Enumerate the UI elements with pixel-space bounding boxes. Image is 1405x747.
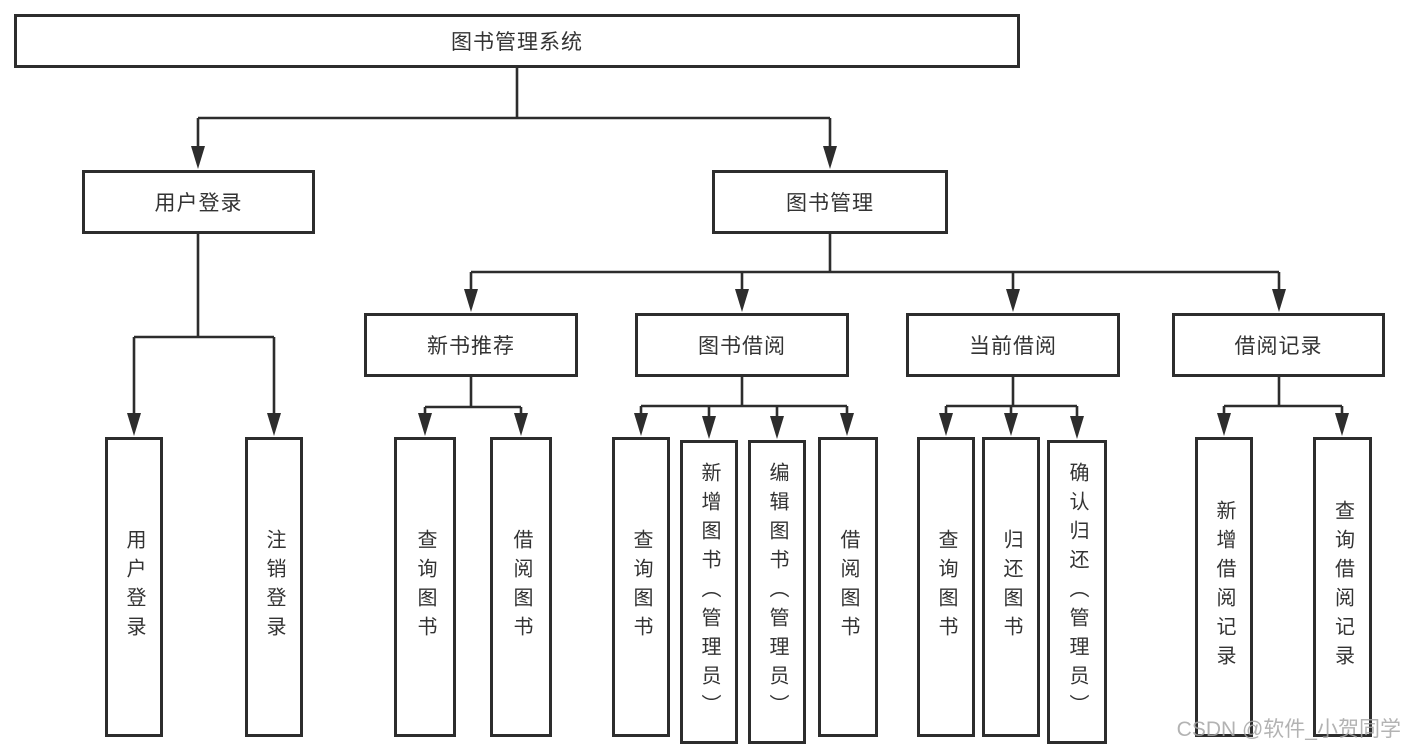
arrow-down-icon bbox=[735, 289, 749, 312]
node-label: 借阅记录 bbox=[1234, 335, 1323, 358]
node-label: 新增借阅记录 bbox=[1213, 500, 1235, 674]
node-label: 借阅图书 bbox=[510, 529, 532, 645]
leaf-records-add: 新增借阅记录 bbox=[1195, 437, 1253, 737]
arrow-down-icon bbox=[1335, 413, 1349, 436]
leaf-records-query: 查询借阅记录 bbox=[1313, 437, 1372, 737]
node-label: 新增图书（管理员） bbox=[698, 461, 720, 723]
arrow-down-icon bbox=[127, 413, 141, 436]
node-label: 编辑图书（管理员） bbox=[766, 461, 788, 723]
arrow-down-icon bbox=[702, 416, 716, 439]
arrow-down-icon bbox=[514, 413, 528, 436]
arrow-down-icon bbox=[1272, 289, 1286, 312]
arrow-down-icon bbox=[191, 146, 205, 169]
node-current-borrowing: 当前借阅 bbox=[906, 313, 1120, 377]
csdn-watermark: CSDN @软件_小贺同学 bbox=[1176, 718, 1401, 741]
arrow-down-icon bbox=[939, 413, 953, 436]
leaf-current-confirm-return-admin: 确认归还（管理员） bbox=[1047, 440, 1107, 744]
arrow-down-icon bbox=[770, 416, 784, 439]
node-label: 借阅图书 bbox=[837, 529, 859, 645]
node-label: 用户登录 bbox=[123, 529, 145, 645]
leaf-borrow-add-books-admin: 新增图书（管理员） bbox=[680, 440, 738, 744]
node-label: 用户登录 bbox=[154, 192, 243, 215]
arrow-down-icon bbox=[634, 413, 648, 436]
arrow-down-icon bbox=[418, 413, 432, 436]
arrow-down-icon bbox=[464, 289, 478, 312]
arrow-down-icon bbox=[1070, 416, 1084, 439]
leaf-borrow-edit-books-admin: 编辑图书（管理员） bbox=[748, 440, 806, 744]
node-label: 查询借阅记录 bbox=[1331, 500, 1354, 674]
node-label: 图书管理 bbox=[786, 192, 874, 215]
node-label: 新书推荐 bbox=[427, 335, 515, 358]
leaf-borrow-borrow-books: 借阅图书 bbox=[818, 437, 878, 737]
node-label: 查询图书 bbox=[414, 529, 436, 645]
node-book-borrowing: 图书借阅 bbox=[635, 313, 849, 377]
arrow-down-icon bbox=[267, 413, 281, 436]
node-label: 图书借阅 bbox=[698, 335, 786, 358]
node-label: 归还图书 bbox=[1000, 529, 1022, 645]
node-label: 图书管理系统 bbox=[451, 31, 583, 54]
arrow-down-icon bbox=[1004, 413, 1018, 436]
node-label: 确认归还（管理员） bbox=[1066, 461, 1088, 723]
node-borrowing-records: 借阅记录 bbox=[1172, 313, 1385, 377]
leaf-user-login: 用户登录 bbox=[105, 437, 163, 737]
leaf-logout: 注销登录 bbox=[245, 437, 303, 737]
arrow-down-icon bbox=[1217, 413, 1231, 436]
leaf-current-query-books: 查询图书 bbox=[917, 437, 975, 737]
leaf-borrow-query-books: 查询图书 bbox=[612, 437, 670, 737]
arrow-down-icon bbox=[1006, 289, 1020, 312]
node-book-management: 图书管理 bbox=[712, 170, 948, 234]
node-label: 注销登录 bbox=[263, 529, 285, 645]
leaf-new-books-borrow: 借阅图书 bbox=[490, 437, 552, 737]
node-new-book-recommendation: 新书推荐 bbox=[364, 313, 578, 377]
leaf-current-return-books: 归还图书 bbox=[982, 437, 1040, 737]
node-library-system: 图书管理系统 bbox=[14, 14, 1020, 68]
node-label: 查询图书 bbox=[630, 529, 652, 645]
arrowheads bbox=[127, 146, 1349, 439]
node-user-login: 用户登录 bbox=[82, 170, 315, 234]
arrow-down-icon bbox=[823, 146, 837, 169]
node-label: 查询图书 bbox=[935, 529, 957, 645]
leaf-new-books-query: 查询图书 bbox=[394, 437, 456, 737]
arrow-down-icon bbox=[840, 413, 854, 436]
node-label: 当前借阅 bbox=[969, 335, 1057, 358]
